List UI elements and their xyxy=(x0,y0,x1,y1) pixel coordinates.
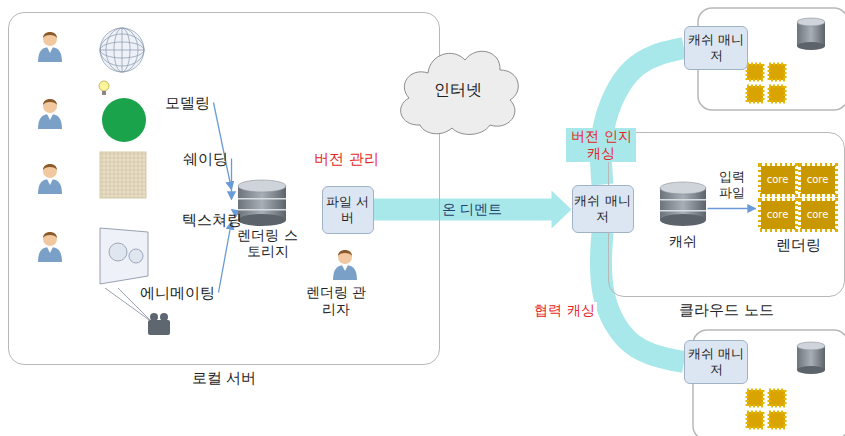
light-bulb xyxy=(99,81,109,95)
node-label: 렌더링 xyxy=(756,236,841,254)
role-label: 렌더링 관리자 xyxy=(303,284,369,318)
cache-manager-box: 캐쉬 매니저 xyxy=(684,340,748,384)
internet-cloud: 인터넷 xyxy=(390,40,525,140)
band-arrowhead xyxy=(552,191,572,229)
person-icon xyxy=(38,32,62,62)
task-item: 에니메이팅 xyxy=(95,214,219,306)
person-icon xyxy=(38,99,62,129)
arrow-connector xyxy=(708,208,756,209)
data-flow-band xyxy=(601,233,684,363)
cpu-cores xyxy=(747,390,785,428)
node-label: 모델링 xyxy=(165,94,210,112)
node-label: 에니메이팅 xyxy=(140,284,215,302)
task-item: 쉐이딩 xyxy=(95,86,232,172)
cache-manager-box: 캐쉬 매니저 xyxy=(684,26,748,70)
storage-node: 렌더링 스토리지 xyxy=(232,175,304,267)
wireframe-sphere xyxy=(100,28,144,72)
person-icon xyxy=(333,250,357,280)
render-node: corecorecorecore렌더링 xyxy=(756,160,841,260)
cache-cylinder xyxy=(797,18,825,50)
arrow-connector xyxy=(219,222,232,293)
arrow-connector xyxy=(214,103,232,190)
region-heading: 클라우드 노드 xyxy=(609,301,844,319)
server-region: 모델링쉐이딩텍스쳐링에니메이팅렌더링 스토리지파일 서버로컬 서버 xyxy=(8,12,440,365)
region-heading: 로컬 서버 xyxy=(9,369,439,387)
arrow-connector xyxy=(231,159,232,200)
cloud-node-region: 캐쉬 매니저캐쉬corecorecorecore렌더링클라우드 노드 xyxy=(608,132,845,297)
edge-label: 버전 인지 캐싱 xyxy=(566,128,636,162)
edge-label: 온 디멘트 xyxy=(440,201,504,218)
cache-node: 캐쉬 xyxy=(658,175,708,260)
edge-label: 협력 캐싱 xyxy=(532,302,596,319)
task-item: 텍스쳐링 xyxy=(95,148,246,231)
core-label: core xyxy=(761,201,795,229)
node-label: 인터넷 xyxy=(434,80,482,99)
node-label: 렌더링 스토리지 xyxy=(232,227,304,261)
storage-cylinder xyxy=(238,180,286,226)
node-label: 캐쉬 매니저 xyxy=(685,346,747,377)
cpu-cores xyxy=(747,64,785,102)
core-label: core xyxy=(801,201,835,229)
node-label: 캐쉬 xyxy=(658,233,708,250)
core-label: core xyxy=(801,166,835,194)
task-item: 모델링 xyxy=(95,24,214,114)
file-server-box: 파일 서버 xyxy=(322,186,374,234)
edge-label: 입력 파일 xyxy=(713,169,751,200)
shaded-sphere xyxy=(102,98,146,142)
texture-swatch xyxy=(100,152,146,198)
cache-cylinder xyxy=(797,342,825,374)
cache-manager-box: 캐쉬 매니저 xyxy=(572,185,634,233)
animation-scene xyxy=(100,228,170,335)
person-icon xyxy=(38,232,62,262)
node-label: 캐쉬 매니저 xyxy=(685,32,747,63)
data-flow-band xyxy=(374,199,553,221)
node-label: 캐쉬 매니저 xyxy=(573,193,633,224)
node-label: 텍스쳐링 xyxy=(182,211,242,229)
cpu-cores xyxy=(760,165,836,230)
node-label: 파일 서버 xyxy=(323,194,373,225)
node-label: 쉐이딩 xyxy=(183,150,228,168)
data-flow-band xyxy=(601,48,684,185)
core-label: core xyxy=(761,166,795,194)
person-icon xyxy=(38,164,62,194)
cache-cylinder xyxy=(660,182,706,226)
annotation: 버전 관리 xyxy=(312,150,381,168)
